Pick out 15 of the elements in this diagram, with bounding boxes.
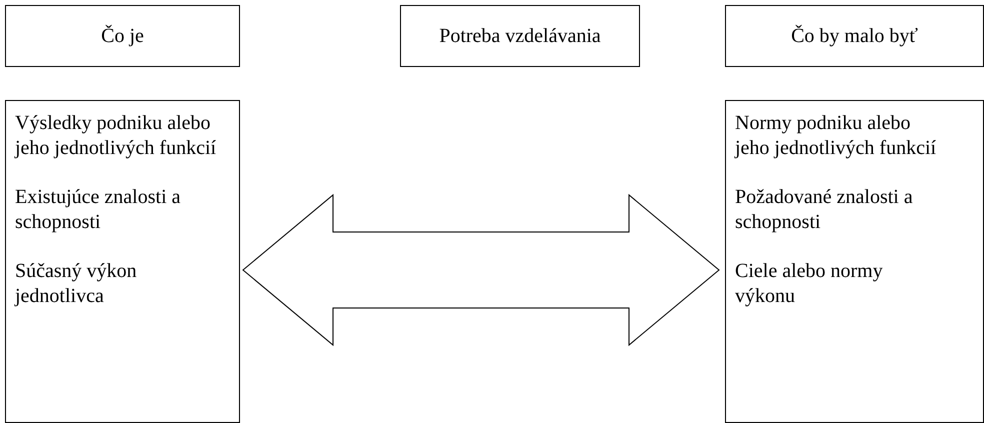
double-arrow — [242, 194, 720, 346]
text-box — [725, 100, 984, 423]
node-text: Výsledky podniku alebo jeho jednotlivých funkcií — [15, 111, 218, 161]
node-text: Existujúce znalosti a schopnosti — [15, 185, 182, 235]
node-text: Požadované znalosti a schopnosti — [735, 185, 914, 235]
node-text: Čo by malo byť — [791, 24, 918, 48]
text-box — [5, 100, 240, 423]
node-text: Ciele alebo normy výkonu — [735, 259, 884, 309]
node-text: Súčasný výkon jednotlivca — [15, 259, 138, 309]
node-text: Potreba vzdelávania — [439, 24, 601, 48]
heading-box — [400, 5, 640, 67]
node-text: Čo je — [101, 24, 144, 48]
heading-box — [725, 5, 984, 67]
node-text: Normy podniku alebo jeho jednotlivých funkcií — [735, 111, 938, 161]
heading-box — [5, 5, 240, 67]
